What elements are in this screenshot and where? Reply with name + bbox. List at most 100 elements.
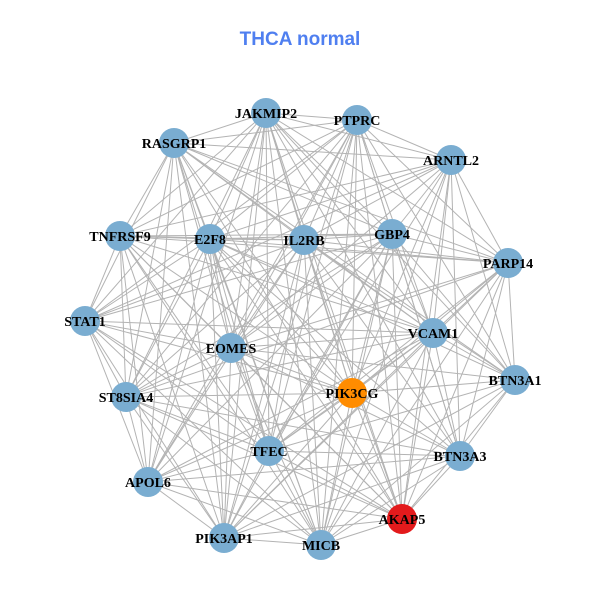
edge-GBP4-AKAP5 [391, 233, 403, 520]
edge-TNFRSF9-PIK3CG [119, 235, 353, 394]
node-label-EOMES: EOMES [206, 342, 257, 357]
edge-PTPRC-MICB [320, 119, 358, 546]
node-RASGRP1 [159, 128, 189, 158]
node-E2F8 [195, 224, 225, 254]
edge-PTPRC-AKAP5 [356, 119, 403, 520]
edge-RASGRP1-PIK3CG [173, 142, 353, 394]
node-label-BTN3A3: BTN3A3 [434, 450, 487, 465]
edge-VCAM1-BTN3A1 [432, 332, 516, 381]
edge-APOL6-AKAP5 [147, 481, 403, 520]
edge-BTN3A1-TFEC [268, 379, 516, 452]
edge-TNFRSF9-VCAM1 [119, 235, 434, 334]
node-PIK3CG [337, 378, 367, 408]
edge-JAKMIP2-PTPRC [265, 112, 358, 121]
node-MICB [306, 530, 336, 560]
node-label-TNFRSF9: TNFRSF9 [89, 230, 150, 245]
edge-EOMES-APOL6 [147, 347, 232, 483]
edge-APOL6-MICB [147, 481, 322, 546]
node-label-PIK3CG: PIK3CG [326, 387, 379, 402]
edge-STAT1-PIK3AP1 [84, 320, 225, 539]
edge-GBP4-APOL6 [147, 233, 393, 483]
edge-ST8SIA4-BTN3A3 [125, 396, 461, 457]
edge-TFEC-PIK3AP1 [223, 450, 270, 539]
edge-STAT1-VCAM1 [84, 320, 434, 334]
edge-TNFRSF9-TFEC [119, 235, 270, 452]
edge-EOMES-VCAM1 [230, 332, 434, 349]
edge-GBP4-ST8SIA4 [125, 233, 393, 398]
node-label-AKAP5: AKAP5 [379, 513, 426, 528]
edge-E2F8-VCAM1 [209, 238, 434, 334]
node-AKAP5 [387, 504, 417, 534]
edge-PIK3CG-APOL6 [147, 392, 353, 483]
edge-E2F8-PARP14 [209, 238, 509, 264]
figure-title: THCA normal [239, 29, 361, 50]
edge-ARNTL2-BTN3A1 [450, 159, 516, 381]
edge-IL2RB-PIK3AP1 [223, 239, 305, 539]
edge-TNFRSF9-MICB [119, 235, 322, 546]
edge-PTPRC-E2F8 [209, 119, 358, 240]
edge-RASGRP1-TNFRSF9 [119, 142, 175, 237]
node-TNFRSF9 [105, 221, 135, 251]
edge-PIK3CG-MICB [320, 392, 353, 546]
edge-JAKMIP2-PIK3AP1 [223, 112, 267, 539]
edge-PARP14-BTN3A3 [459, 262, 509, 457]
edge-E2F8-STAT1 [84, 238, 211, 322]
edge-STAT1-EOMES [84, 320, 232, 349]
edge-TFEC-BTN3A3 [268, 450, 461, 457]
node-VCAM1 [418, 318, 448, 348]
edge-ARNTL2-MICB [320, 159, 452, 546]
edge-PTPRC-BTN3A1 [356, 119, 516, 381]
node-label-E2F8: E2F8 [194, 233, 226, 248]
edge-PIK3AP1-MICB [223, 537, 322, 546]
edge-GBP4-PIK3CG [351, 233, 393, 394]
edge-E2F8-PIK3CG [209, 238, 353, 394]
edge-JAKMIP2-RASGRP1 [173, 112, 267, 144]
node-PTPRC [342, 105, 372, 135]
edge-E2F8-BTN3A1 [209, 238, 516, 381]
node-ARNTL2 [436, 145, 466, 175]
node-label-APOL6: APOL6 [125, 476, 171, 491]
edge-ST8SIA4-PIK3AP1 [125, 396, 225, 539]
edge-ST8SIA4-TFEC [125, 396, 270, 452]
node-label-PTPRC: PTPRC [334, 114, 381, 129]
edge-BTN3A1-BTN3A3 [459, 379, 516, 457]
edge-E2F8-PIK3AP1 [209, 238, 225, 539]
edge-IL2RB-BTN3A3 [303, 239, 461, 457]
node-label-TFEC: TFEC [250, 445, 287, 460]
edge-EOMES-ST8SIA4 [125, 347, 232, 398]
edge-PTPRC-ST8SIA4 [125, 119, 358, 398]
edge-IL2RB-BTN3A1 [303, 239, 516, 381]
node-GBP4 [377, 219, 407, 249]
edge-VCAM1-AKAP5 [401, 332, 434, 520]
edge-JAKMIP2-VCAM1 [265, 112, 434, 334]
node-label-BTN3A1: BTN3A1 [489, 374, 542, 389]
node-label-RASGRP1: RASGRP1 [142, 137, 207, 152]
node-label-VCAM1: VCAM1 [408, 327, 459, 342]
edge-IL2RB-VCAM1 [303, 239, 434, 334]
edge-PIK3CG-PIK3AP1 [223, 392, 353, 539]
edge-PARP14-BTN3A1 [507, 262, 516, 381]
node-label-ARNTL2: ARNTL2 [423, 154, 479, 169]
node-BTN3A3 [445, 441, 475, 471]
node-label-STAT1: STAT1 [64, 315, 106, 330]
edge-PTPRC-RASGRP1 [173, 119, 358, 144]
node-ST8SIA4 [111, 382, 141, 412]
edge-GBP4-VCAM1 [391, 233, 434, 334]
edge-ARNTL2-PARP14 [450, 159, 509, 264]
node-IL2RB [289, 225, 319, 255]
edge-TNFRSF9-ST8SIA4 [119, 235, 127, 398]
edge-BTN3A3-APOL6 [147, 455, 461, 483]
edge-PARP14-ST8SIA4 [125, 262, 509, 398]
node-label-ST8SIA4: ST8SIA4 [99, 391, 153, 406]
edge-E2F8-MICB [209, 238, 322, 546]
edge-VCAM1-BTN3A3 [432, 332, 461, 457]
edge-APOL6-PIK3AP1 [147, 481, 225, 539]
edge-STAT1-MICB [84, 320, 322, 546]
node-JAKMIP2 [251, 98, 281, 128]
edge-RASGRP1-GBP4 [173, 142, 393, 235]
edge-VCAM1-APOL6 [147, 332, 434, 483]
edge-TFEC-MICB [268, 450, 322, 546]
edge-E2F8-EOMES [209, 238, 232, 349]
edge-ST8SIA4-PIK3CG [125, 392, 353, 398]
